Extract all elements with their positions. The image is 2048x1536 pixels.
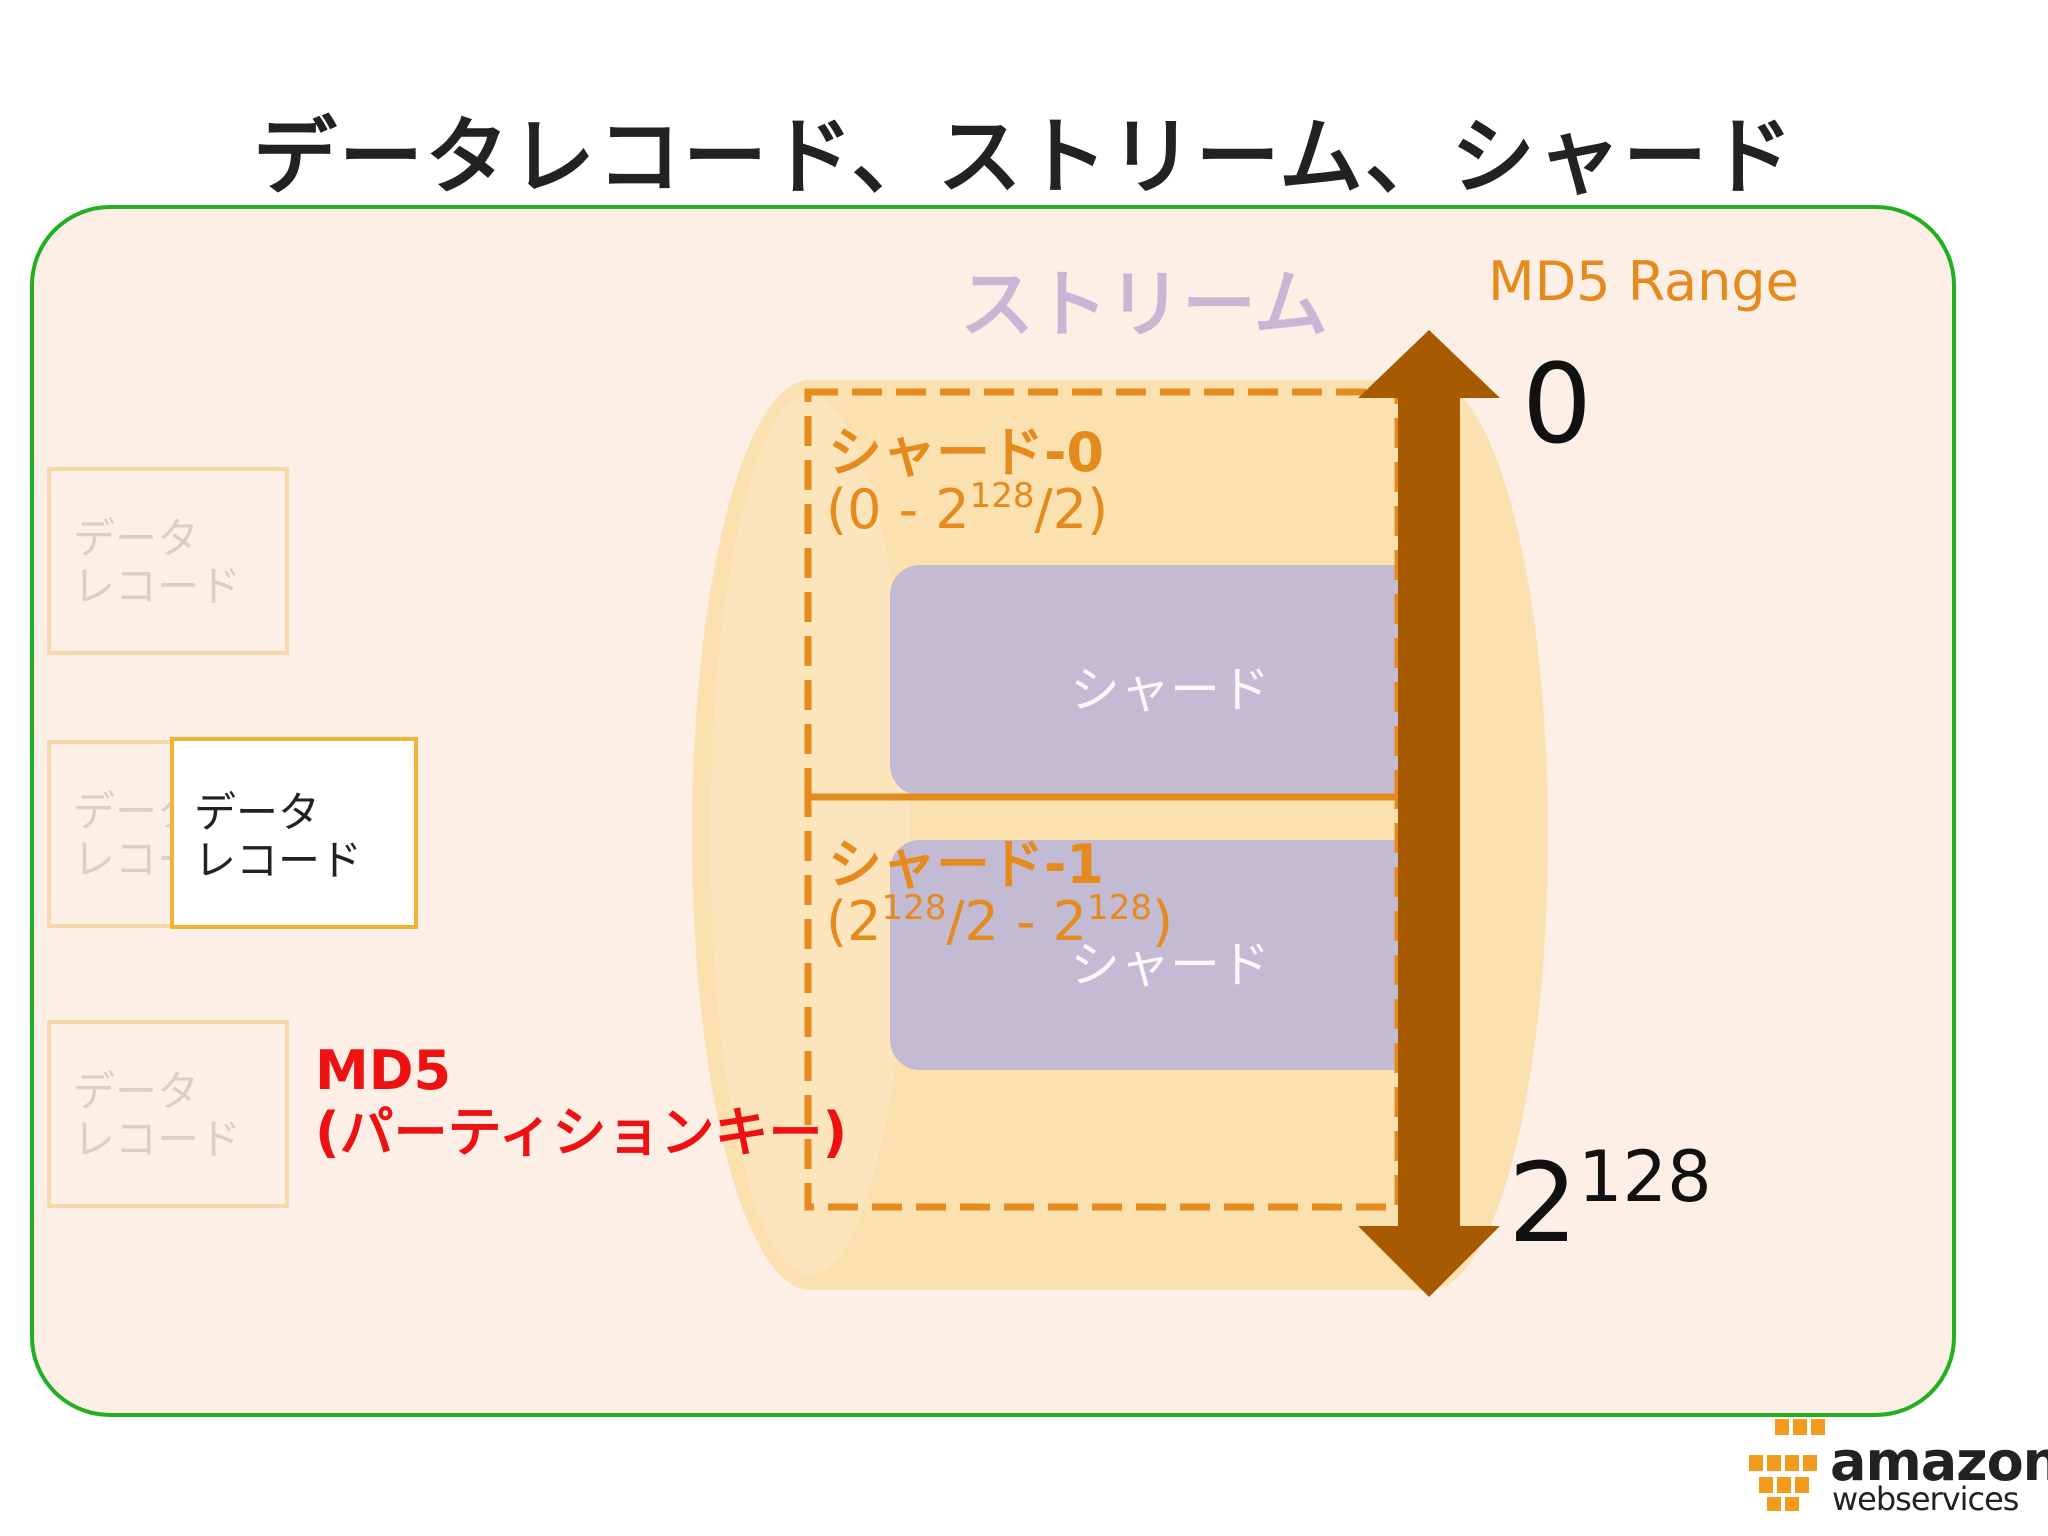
md5-range-label: MD5 Range [1488, 250, 1799, 313]
md5-range-arrow [1358, 330, 1500, 1297]
shard-0-range: (0 - 2128/2) [826, 476, 1109, 541]
shard-box-1 [890, 840, 1430, 1070]
data-record: データ レコード [47, 467, 289, 655]
active-record-line2: レコード [194, 836, 363, 885]
aws-logo-webservices: webservices [1832, 1480, 2019, 1518]
shard-1-title: シャード-1 [828, 833, 1104, 896]
stream-label: ストリーム [960, 262, 1328, 348]
data-record-line1: データ [73, 1067, 200, 1116]
data-record-line1: データ [73, 514, 200, 563]
page-title: データレコード、ストリーム、シャード [252, 108, 1796, 206]
md5-label-line2: (パーティションキー) [315, 1101, 848, 1164]
md5-partition-key-label: MD5 (パーティションキー) [315, 1040, 847, 1164]
aws-logo-amazon: amazon [1830, 1430, 2048, 1493]
active-data-record: データ レコード [170, 737, 418, 929]
shard-1-range: (2128/2 - 2128) [826, 888, 1174, 953]
range-end-value: 2128 [1508, 1136, 1712, 1267]
range-start-value: 0 [1522, 340, 1592, 468]
active-record-line1: データ [194, 788, 321, 837]
aws-cubes-icon [1747, 1417, 1827, 1513]
md5-label-line1: MD5 [315, 1039, 452, 1102]
shard-0-box-label: シャード [1070, 661, 1270, 719]
data-record-line2: レコード [73, 1115, 242, 1164]
data-record: データ レコード [47, 1020, 289, 1208]
data-record-line2: レコード [73, 562, 242, 611]
shard-0-title: シャード-0 [828, 421, 1104, 484]
shard-1-box-label: シャード [1070, 936, 1270, 994]
shard-box-0 [890, 565, 1430, 795]
